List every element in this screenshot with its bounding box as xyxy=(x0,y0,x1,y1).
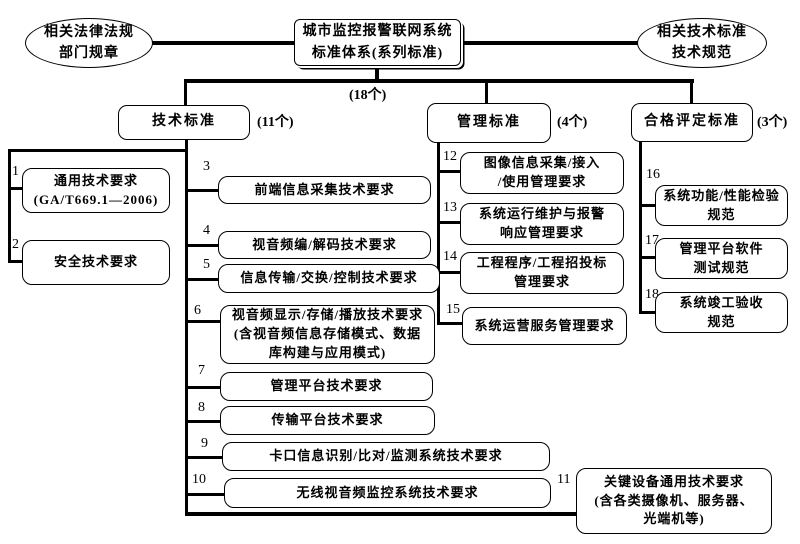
connector-left-ellipse xyxy=(150,41,296,45)
connector-drop-mgmt xyxy=(485,82,488,103)
stub-item-3 xyxy=(185,189,219,192)
item-number-5: 5 xyxy=(202,257,211,272)
connector-drop-tech xyxy=(184,82,187,105)
connector-root-drop xyxy=(375,64,379,81)
stub-item-4 xyxy=(185,244,219,247)
connector-right-ellipse xyxy=(459,41,639,45)
item-box-11: 关键设备通用技术要求 (含各类摄像机、服务器、 光端机等) xyxy=(576,468,772,534)
stub-item-6 xyxy=(185,320,221,323)
connector-bottom-horizontal-item-11 xyxy=(185,512,577,516)
stub-item-1 xyxy=(8,187,23,190)
connector-tech-left-horizontal xyxy=(8,149,188,152)
item-number-8: 8 xyxy=(197,400,206,415)
item-box-10: 无线视音频监控系统技术要求 xyxy=(224,478,551,508)
connector-tech-bottom-drop xyxy=(185,139,188,151)
root-title-box: 城市监控报警联网系统 标准体系(系列标准) xyxy=(294,19,461,66)
item-box-1: 通用技术要求 (GA/T669.1—2006) xyxy=(22,168,170,213)
item-box-5: 信息传输/交换/控制技术要求 xyxy=(218,264,440,293)
item-number-16: 16 xyxy=(645,167,661,182)
branch-tech-standards: 技术标准 xyxy=(118,105,250,140)
connector-tech-trunk xyxy=(185,149,188,516)
branch-conformity-standards: 合格评定标准 xyxy=(631,103,753,142)
item-number-11: 11 xyxy=(556,472,572,487)
branch-tech-count: (11个) xyxy=(257,115,294,130)
item-box-7: 管理平台技术要求 xyxy=(220,372,433,401)
item-box-17: 管理平台软件 测试规范 xyxy=(655,238,788,279)
related-tech-standards-ellipse: 相关技术标准 技术规范 xyxy=(637,18,767,68)
item-box-6: 视音频显示/存储/播放技术要求 (含视音频信息存储模式、数据 库构建与应用模式) xyxy=(220,305,435,364)
item-box-16: 系统功能/性能检验 规范 xyxy=(655,185,788,226)
stub-item-13 xyxy=(437,221,461,224)
total-count-label: (18个) xyxy=(349,88,387,103)
stub-item-10 xyxy=(185,493,225,496)
item-box-9: 卡口信息识别/比对/监测系统技术要求 xyxy=(222,442,550,471)
item-box-4: 视音频编/解码技术要求 xyxy=(218,231,431,259)
item-number-14: 14 xyxy=(442,249,458,264)
item-box-13: 系统运行维护与报警 响应管理要求 xyxy=(460,203,624,245)
stub-item-12 xyxy=(437,170,461,173)
stub-item-8 xyxy=(185,420,221,423)
item-box-8: 传输平台技术要求 xyxy=(220,406,435,435)
branch-mgmt-count: (4个) xyxy=(557,115,588,130)
related-laws-ellipse: 相关法律法规 部门规章 xyxy=(25,18,153,68)
item-number-1: 1 xyxy=(11,164,20,179)
item-number-4: 4 xyxy=(202,223,211,238)
stub-item-16 xyxy=(639,204,656,207)
stub-item-15 xyxy=(437,322,463,325)
item-box-14: 工程程序/工程招投标 管理要求 xyxy=(460,252,624,294)
item-number-7: 7 xyxy=(197,363,206,378)
item-box-2: 安全技术要求 xyxy=(22,240,170,285)
connector-drop-conf xyxy=(690,82,693,103)
stub-item-5 xyxy=(185,278,219,281)
stub-item-2 xyxy=(8,260,23,263)
stub-item-17 xyxy=(639,256,656,259)
item-number-3: 3 xyxy=(202,159,211,174)
stub-item-14 xyxy=(437,271,461,274)
connector-conf-trunk xyxy=(639,141,642,314)
item-number-6: 6 xyxy=(193,303,202,318)
item-number-2: 2 xyxy=(11,237,20,252)
branch-conformity-count: (3个) xyxy=(757,115,788,130)
item-box-18: 系统竣工验收 规范 xyxy=(655,292,788,333)
item-box-12: 图像信息采集/接入 /使用管理要求 xyxy=(460,152,624,194)
connector-mgmt-trunk xyxy=(437,142,440,325)
item-number-10: 10 xyxy=(191,472,207,487)
stub-item-7 xyxy=(185,386,221,389)
item-number-15: 15 xyxy=(445,302,461,317)
item-box-3: 前端信息采集技术要求 xyxy=(218,176,431,204)
item-number-12: 12 xyxy=(442,149,458,164)
item-box-15: 系统运营服务管理要求 xyxy=(462,307,627,345)
stub-item-9 xyxy=(185,456,223,459)
branch-mgmt-standards: 管理标准 xyxy=(427,103,551,143)
item-number-9: 9 xyxy=(200,436,209,451)
connector-left-vertical xyxy=(8,149,11,263)
connector-bus xyxy=(184,79,694,83)
item-number-13: 13 xyxy=(442,200,458,215)
stub-item-18 xyxy=(639,311,656,314)
